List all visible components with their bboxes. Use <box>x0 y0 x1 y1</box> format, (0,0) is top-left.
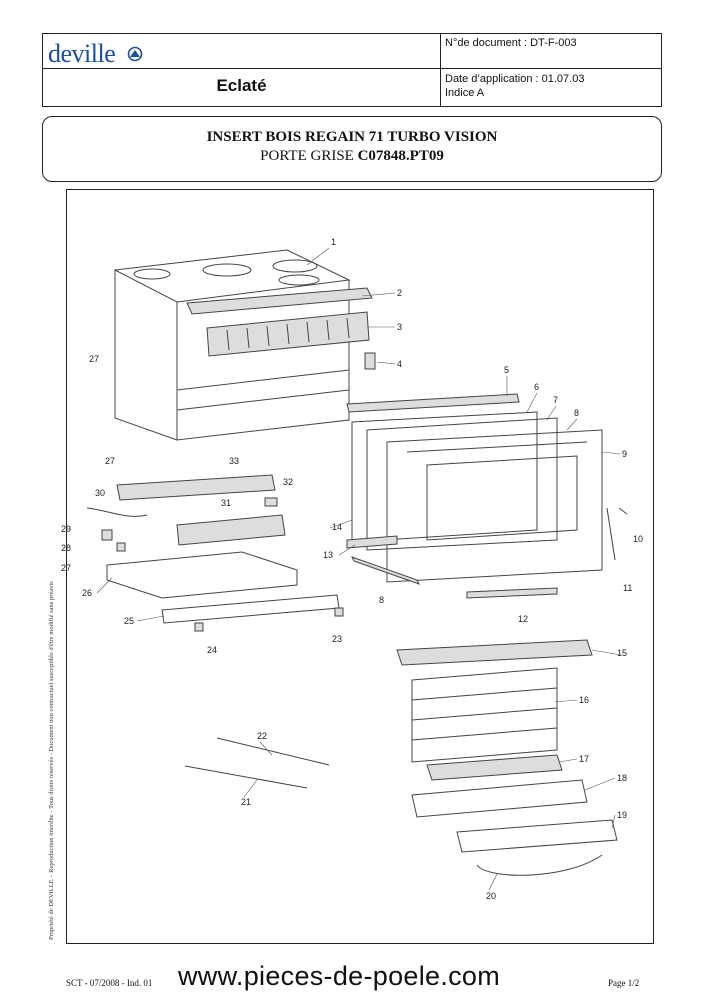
leader-lines <box>96 247 622 891</box>
part-cable <box>86 507 148 517</box>
label-19: 19 <box>617 810 627 820</box>
footer-website-link[interactable]: www.pieces-de-poele.com <box>178 961 501 991</box>
label-8-top: 8 <box>574 408 579 418</box>
label-5: 5 <box>504 365 509 375</box>
label-31: 31 <box>221 498 231 508</box>
label-27-middle: 27 <box>105 456 115 466</box>
part-glass <box>351 411 538 543</box>
part-bracket <box>116 542 126 552</box>
part-grate <box>426 754 563 781</box>
copyright-notice: Propriété de DEVILLE – Reproduction inte… <box>48 581 55 940</box>
part-foot-right <box>334 607 344 617</box>
part-gasket <box>366 417 558 551</box>
part-air-grid <box>206 311 370 357</box>
flame-logo-icon <box>127 46 143 62</box>
document-date: Date d’application : 01.07.03 Indice A <box>445 72 584 100</box>
part-ash-tray <box>106 551 298 599</box>
part-handle <box>606 507 628 561</box>
label-24: 24 <box>207 645 217 655</box>
part-deflector-bar <box>186 287 373 315</box>
label-1: 1 <box>331 237 336 247</box>
part-clip <box>364 352 376 370</box>
part-door-bar <box>466 587 558 599</box>
label-15: 15 <box>617 648 627 658</box>
document-number: N°de document : DT-F-003 <box>445 37 577 49</box>
label-16: 16 <box>579 695 589 705</box>
footer-revision: SCT - 07/2008 - Ind. 01 <box>66 978 153 988</box>
label-14: 14 <box>332 522 342 532</box>
part-ash-pan <box>456 819 618 853</box>
part-fan <box>176 514 286 546</box>
label-27-top: 27 <box>89 354 99 364</box>
footer-page-number: Page 1/2 <box>608 978 640 988</box>
exploded-view-drawing: 1 2 3 4 5 6 7 8 8 9 10 11 12 13 14 15 16… <box>61 237 643 901</box>
document-index: Indice A <box>445 87 485 99</box>
label-9: 9 <box>622 449 627 459</box>
label-20: 20 <box>486 891 496 901</box>
label-7: 7 <box>553 395 558 405</box>
part-seal-bottom <box>350 556 421 585</box>
part-back-plate <box>411 667 558 763</box>
header-divider-horizontal <box>43 68 661 69</box>
product-name: INSERT BOIS REGAIN 71 TURBO VISION <box>206 129 498 145</box>
part-switch <box>101 529 113 541</box>
document-header: deville Eclaté N°de document : DT-F-003 … <box>42 33 662 107</box>
part-firebox-body <box>113 249 351 441</box>
label-25: 25 <box>124 616 134 626</box>
label-4: 4 <box>397 359 402 369</box>
part-poker <box>184 737 330 789</box>
label-29: 29 <box>61 524 71 534</box>
header-divider-vertical <box>440 34 441 106</box>
product-title-box: INSERT BOIS REGAIN 71 TURBO VISION PORTE… <box>42 116 662 182</box>
brand-logo: deville <box>48 39 116 68</box>
part-ash-pan-handle <box>476 854 603 876</box>
part-top-plate <box>116 474 276 501</box>
part-hearth <box>411 779 588 818</box>
label-23: 23 <box>332 634 342 644</box>
part-thermostat <box>264 497 278 507</box>
label-30: 30 <box>95 488 105 498</box>
label-18: 18 <box>617 773 627 783</box>
label-12: 12 <box>518 614 528 624</box>
part-door <box>386 429 603 583</box>
label-17: 17 <box>579 754 589 764</box>
application-date: Date d’application : 01.07.03 <box>445 73 585 85</box>
label-32: 32 <box>283 477 293 487</box>
label-11: 11 <box>623 583 632 593</box>
label-2: 2 <box>397 288 402 298</box>
part-front-grille <box>161 594 340 624</box>
part-foot-left <box>194 622 204 632</box>
exploded-view-frame: 1 2 3 4 5 6 7 8 8 9 10 11 12 13 14 15 16… <box>61 189 654 944</box>
label-3: 3 <box>397 322 402 332</box>
label-21: 21 <box>241 797 251 807</box>
label-27-bottom: 27 <box>61 563 71 573</box>
label-10: 10 <box>633 534 643 544</box>
label-28: 28 <box>61 543 71 553</box>
variant-reference: C07848.PT09 <box>357 148 444 164</box>
label-33: 33 <box>229 456 239 466</box>
variant-label: PORTE GRISE <box>260 148 354 164</box>
label-6: 6 <box>534 382 539 392</box>
part-log-retainer <box>396 639 593 666</box>
document-type-title: Eclaté <box>216 76 267 95</box>
part-top-profile <box>346 393 520 413</box>
label-26: 26 <box>82 588 92 598</box>
label-8-bottom: 8 <box>379 595 384 605</box>
label-13: 13 <box>323 550 333 560</box>
part-hinge-plate <box>346 535 398 549</box>
label-22: 22 <box>257 731 267 741</box>
product-variant: PORTE GRISE C07848.PT09 <box>43 148 661 165</box>
